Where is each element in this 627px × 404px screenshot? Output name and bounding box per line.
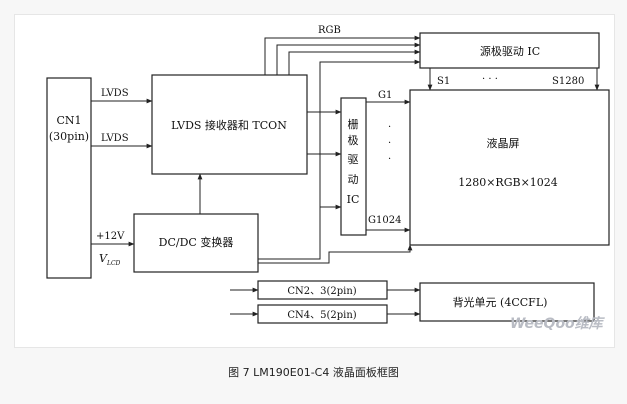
cn1-pins-label: (30pin) xyxy=(49,130,89,143)
cn45-label: CN4、5(2pin) xyxy=(287,310,356,321)
source-dots: · · · xyxy=(482,74,498,85)
lvds-label-2: LVDS xyxy=(101,133,129,144)
gate-driver-char-3: 驱 xyxy=(348,153,359,166)
gate-dots-2: · xyxy=(388,138,391,149)
backlight-unit-label: 背光单元 (4CCFL) xyxy=(453,295,548,309)
gate-dots-3: · xyxy=(388,154,391,165)
gate-driver-char-4: 动 xyxy=(348,173,359,186)
s1280-label: S1280 xyxy=(552,76,584,87)
lcd-panel-box xyxy=(409,89,610,246)
cn1-connector-box xyxy=(46,77,92,279)
g1-label: G1 xyxy=(378,90,392,101)
dcdc-to-source-power-line xyxy=(258,59,421,260)
dcdc-converter-label: DC/DC 变换器 xyxy=(159,235,234,249)
source-driver-ic-label: 源极驱动 IC xyxy=(480,44,540,58)
rgb-bus-line-1 xyxy=(264,35,421,75)
power-label-12v: +12V xyxy=(96,231,125,242)
gate-driver-char-5: IC xyxy=(347,193,360,206)
gate-driver-char-1: 栅 xyxy=(348,117,359,131)
lvds-receiver-tcon-box xyxy=(151,74,308,175)
lvds-label-1: LVDS xyxy=(101,88,129,99)
figure-caption: 图 7 LM190E01-C4 液晶面板框图 xyxy=(228,366,399,379)
power-label-vlcd: VLCD xyxy=(99,252,121,267)
dcdc-converter-box xyxy=(133,213,259,273)
lvds-receiver-tcon-label: LVDS 接收器和 TCON xyxy=(171,118,287,132)
lcd-panel-title: 液晶屏 xyxy=(487,136,520,150)
gate-dots-1: · xyxy=(388,122,391,133)
s1-label: S1 xyxy=(437,76,450,87)
gate-driver-ic-box xyxy=(340,97,367,236)
g1024-label: G1024 xyxy=(368,215,401,226)
rgb-bus-line-2 xyxy=(276,42,421,75)
watermark-logo: WeeQoo维库 xyxy=(510,315,606,332)
gate-driver-char-2: 极 xyxy=(348,133,359,147)
backlight-unit-box xyxy=(419,282,595,322)
dcdc-to-lcd-power-line xyxy=(258,244,413,264)
lcd-resolution-label: 1280×RGB×1024 xyxy=(458,176,558,189)
cn23-label: CN2、3(2pin) xyxy=(287,286,356,297)
rgb-bus-line-3 xyxy=(288,49,421,75)
rgb-label: RGB xyxy=(318,25,341,36)
source-driver-ic-box xyxy=(419,32,600,69)
cn1-label: CN1 xyxy=(56,114,81,127)
